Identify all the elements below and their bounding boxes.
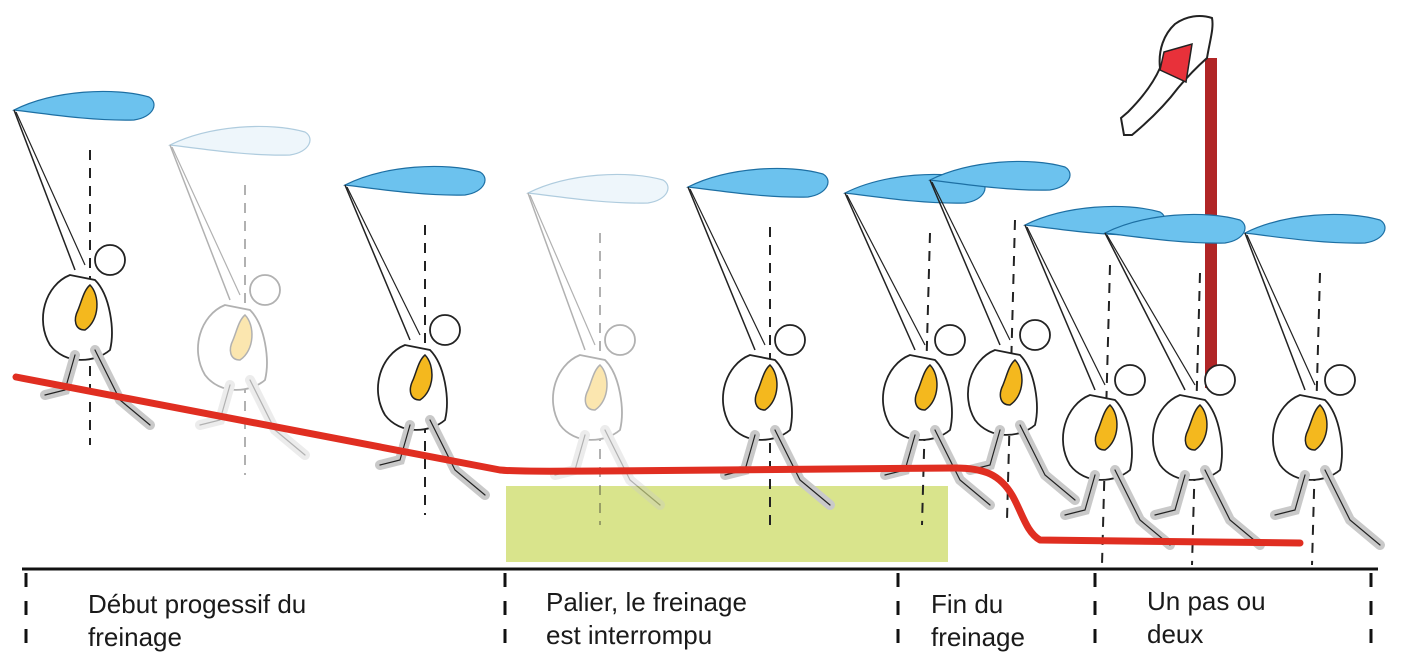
- legs-outline: [1154, 469, 1261, 546]
- suspension-line: [929, 179, 1001, 346]
- suspension-line: [527, 192, 586, 351]
- wing-icon: [167, 125, 311, 156]
- paraglider-pilot-figure: [685, 167, 835, 525]
- brake-path-line: [12, 373, 1304, 547]
- paraglider-pilot-figure: [1022, 205, 1175, 566]
- suspension-line: [1106, 234, 1196, 386]
- phase-label-palier: Palier, le freinage est interrompu: [546, 587, 747, 650]
- helmet-icon: [1204, 364, 1236, 396]
- helmet-icon: [1019, 319, 1051, 351]
- windsock-icon: [1119, 15, 1217, 388]
- wing-icon: [1242, 213, 1386, 244]
- legs-icon: [1270, 465, 1385, 550]
- jacket-icon: [1304, 403, 1328, 451]
- phase-label-fin: Fin du freinage: [931, 589, 1025, 652]
- paraglider-pilot-figure: [1242, 213, 1386, 566]
- helmet-icon: [774, 324, 806, 356]
- paraglider-pilot-figure: [11, 90, 155, 445]
- helmet-icon: [1114, 364, 1146, 396]
- suspension-line: [1104, 232, 1186, 391]
- suspension-line: [1024, 224, 1096, 391]
- suspension-line: [171, 146, 241, 296]
- helmet-icon: [429, 314, 461, 346]
- helmet-icon: [604, 324, 636, 356]
- jacket-icon: [229, 313, 253, 361]
- jacket-icon: [999, 358, 1023, 406]
- paraglider-pilot-figure: [342, 165, 490, 515]
- suspension-line: [687, 186, 756, 351]
- helmet-icon: [1324, 364, 1356, 396]
- suspension-line: [344, 184, 411, 341]
- legs-icon: [1150, 465, 1265, 550]
- jacket-icon: [1094, 403, 1118, 451]
- paraglider-pilot-figure: [842, 173, 995, 526]
- suspension-line: [346, 186, 421, 336]
- suspension-line: [846, 194, 926, 346]
- suspension-line: [13, 109, 76, 271]
- phase-separators: [24, 573, 1373, 657]
- suspension-line: [529, 194, 596, 346]
- suspension-line: [931, 181, 1011, 341]
- legs-outline: [379, 419, 486, 496]
- wing-icon: [525, 173, 669, 204]
- suspension-line: [169, 144, 231, 301]
- paraglider-pilot-figure: [1102, 213, 1265, 566]
- harness-icon: [552, 354, 623, 441]
- harness-icon: [197, 304, 268, 391]
- helmet-icon: [249, 274, 281, 306]
- paraglider-pilot-figure: [927, 160, 1080, 521]
- suspension-line: [1244, 232, 1306, 391]
- helmet-icon: [94, 244, 126, 276]
- phase-label-debut: Début progessif du freinage: [88, 589, 307, 652]
- suspension-line: [1026, 226, 1106, 386]
- jacket-icon: [74, 283, 98, 331]
- wing-icon: [685, 167, 829, 198]
- jacket-icon: [1184, 403, 1208, 451]
- phase-label-pas: Un pas ou deux: [1147, 586, 1266, 649]
- legs-outline: [1064, 469, 1171, 546]
- jacket-icon: [409, 353, 433, 401]
- wing-icon: [1102, 213, 1246, 244]
- helmet-icon: [934, 324, 966, 356]
- legs-icon: [965, 420, 1080, 505]
- jacket-icon: [754, 363, 778, 411]
- suspension-line: [689, 188, 766, 346]
- suspension-line: [1246, 234, 1316, 386]
- wing-icon: [342, 165, 486, 196]
- jacket-icon: [584, 363, 608, 411]
- suspension-line: [15, 111, 86, 266]
- flat-braking-zone: [506, 486, 948, 562]
- legs-outline: [1274, 469, 1381, 546]
- suspension-line: [844, 192, 916, 351]
- wing-icon: [11, 90, 155, 121]
- paraglider-pilot-figure: [167, 125, 311, 475]
- wing-icon: [927, 160, 1071, 191]
- jacket-icon: [914, 363, 938, 411]
- legs-icon: [1060, 465, 1175, 550]
